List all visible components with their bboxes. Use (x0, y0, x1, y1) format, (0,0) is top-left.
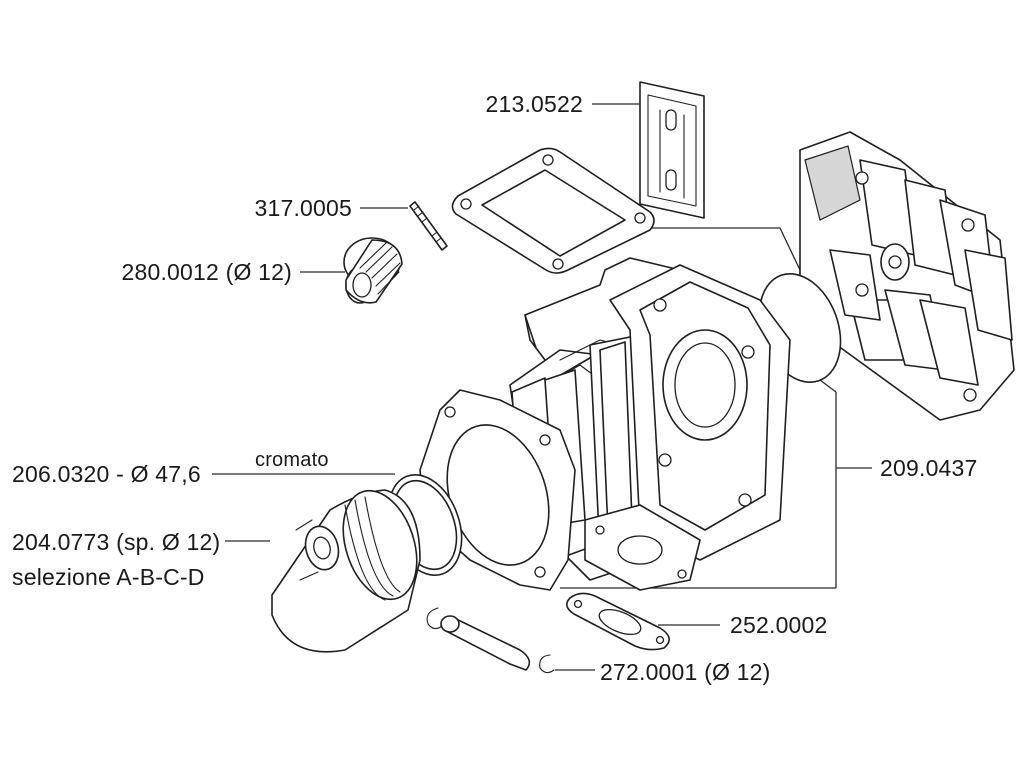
piston-pin-part (440, 615, 531, 671)
label-piston-ring-note: cromato (255, 449, 329, 471)
piston-part (271, 489, 421, 653)
cylinder-head-part (799, 131, 1015, 421)
label-piston-ring: 206.0320 - Ø 47,6 (12, 461, 201, 487)
label-cylinder-kit: 209.0437 (880, 455, 978, 481)
label-reed-valve: 213.0522 (485, 91, 583, 117)
leader-cylinder-kit-to-intake-gasket (628, 227, 801, 271)
label-exhaust-gasket: 252.0002 (730, 612, 828, 638)
reed-valve-part (639, 81, 705, 219)
label-piston-note: selezione A-B-C-D (12, 564, 205, 590)
leader-lines (212, 103, 872, 671)
part-labels: 213.0522 317.0005 280.0012 (Ø 12) cromat… (12, 91, 978, 685)
needle-bearing-part (343, 237, 403, 304)
label-needle-bearing: 280.0012 (Ø 12) (121, 259, 292, 285)
label-piston: 204.0773 (sp. Ø 12) (12, 529, 220, 555)
label-stud: 317.0005 (254, 195, 352, 221)
stud-part (409, 201, 448, 251)
circlip-parts (426, 607, 555, 674)
leader-cylinder-kit-to-head-gasket (819, 379, 837, 393)
label-circlip: 272.0001 (Ø 12) (600, 659, 771, 685)
intake-gasket-part (451, 147, 655, 274)
exhaust-gasket-part (566, 592, 670, 651)
